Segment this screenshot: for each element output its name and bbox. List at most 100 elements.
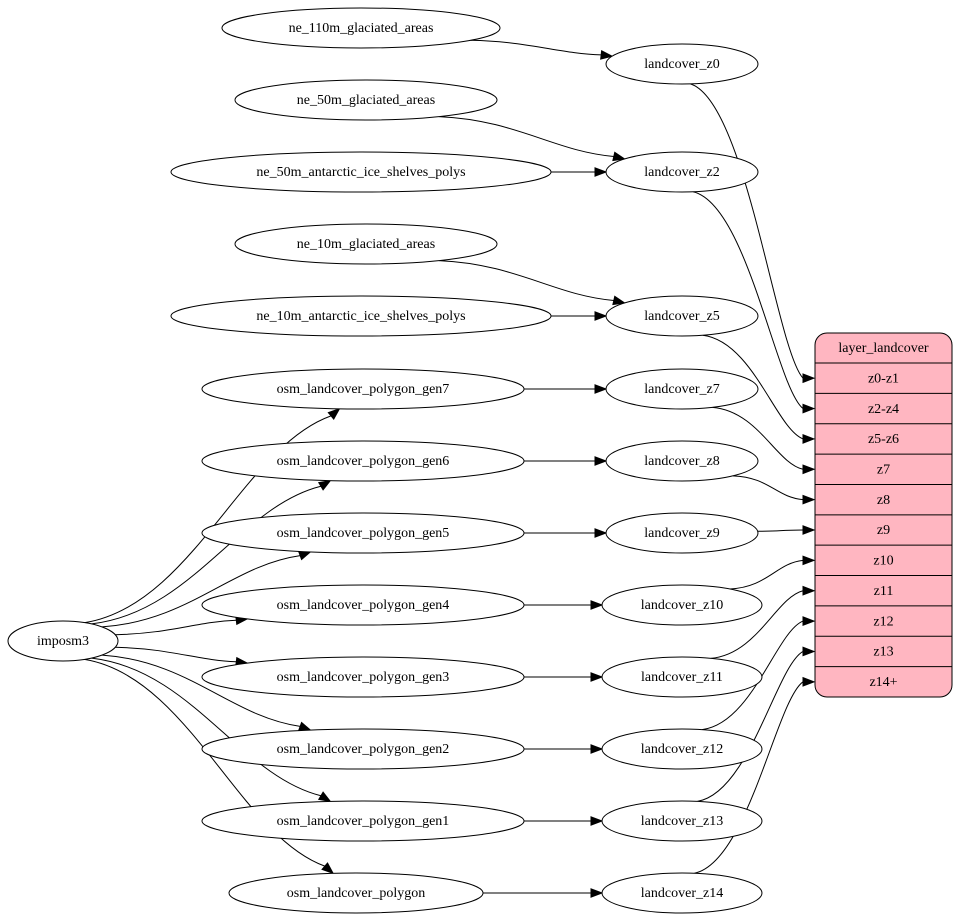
table-row-label: z5-z6	[868, 432, 899, 447]
node-osm_landcover_polygon_gen6[interactable]: osm_landcover_polygon_gen6	[201, 440, 525, 482]
node-osm_landcover_polygon[interactable]: osm_landcover_polygon	[228, 872, 484, 914]
node-ne_50m_antarctic_ice_shelves_polys[interactable]: ne_50m_antarctic_ice_shelves_polys	[170, 151, 552, 193]
node-shape	[601, 800, 763, 842]
node-landcover_z5[interactable]: landcover_z5	[605, 295, 759, 337]
edge-landcover_z9-to-table	[757, 529, 804, 532]
node-label: osm_landcover_polygon	[287, 886, 425, 901]
node-shape	[601, 728, 763, 770]
table-row-label: z7	[877, 462, 890, 477]
edge-landcover_z0-to-table	[690, 83, 804, 379]
edge-ne_50m_glaciated_areas-to-landcover_z2	[438, 116, 614, 157]
node-landcover_z14[interactable]: landcover_z14	[601, 872, 763, 914]
node-label: osm_landcover_polygon_gen6	[277, 454, 450, 469]
edge-arrowhead	[802, 555, 816, 566]
edge-landcover_z14-to-table	[694, 681, 804, 874]
edge-imposm3-to-osm_landcover_polygon_gen2	[102, 654, 301, 727]
table-row[interactable]: z12	[815, 606, 952, 636]
node-shape	[201, 656, 525, 698]
edge-arrowhead	[802, 494, 816, 505]
table-row[interactable]: z13	[815, 636, 952, 666]
node-shape	[201, 584, 525, 626]
edge-arrowhead	[321, 862, 335, 875]
edge-imposm3-to-osm_landcover_polygon	[84, 658, 325, 867]
edge-arrowhead	[802, 585, 816, 596]
edge-landcover_z13-to-table	[697, 651, 804, 802]
edge-arrowhead	[594, 528, 608, 538]
table-row[interactable]: z8	[815, 484, 952, 514]
table-row-label: z12	[873, 614, 893, 629]
node-label: landcover_z7	[644, 382, 719, 397]
table-row[interactable]: z10	[815, 545, 952, 575]
node-label: landcover_z14	[641, 886, 723, 901]
node-label: landcover_z12	[641, 742, 723, 757]
node-osm_landcover_polygon_gen7[interactable]: osm_landcover_polygon_gen7	[201, 368, 525, 410]
node-label: osm_landcover_polygon_gen4	[277, 598, 450, 613]
node-shape	[605, 43, 759, 85]
node-label: landcover_z0	[644, 57, 719, 72]
table-row-label: z8	[877, 493, 890, 508]
table-row[interactable]: z9	[815, 515, 952, 545]
edge-ne_110m_glaciated_areas-to-landcover_z0	[470, 39, 602, 56]
table-row[interactable]: z7	[815, 454, 952, 484]
table-row[interactable]: z2-z4	[815, 393, 952, 423]
node-osm_landcover_polygon_gen1[interactable]: osm_landcover_polygon_gen1	[201, 800, 525, 842]
node-shape	[201, 800, 525, 842]
edge-ne_10m_glaciated_areas-to-landcover_z5	[438, 260, 614, 301]
node-landcover_z12[interactable]: landcover_z12	[601, 728, 763, 770]
node-shape	[605, 368, 759, 410]
node-osm_landcover_polygon_gen2[interactable]: osm_landcover_polygon_gen2	[201, 728, 525, 770]
node-landcover_z2[interactable]: landcover_z2	[605, 151, 759, 193]
node-label: landcover_z10	[641, 598, 723, 613]
table-row-label: z0-z1	[868, 371, 899, 386]
table-row[interactable]: z5-z6	[815, 424, 952, 454]
edge-arrowhead	[594, 167, 608, 177]
edge-arrowhead	[802, 525, 816, 535]
edge-imposm3-to-osm_landcover_polygon_gen1	[91, 657, 322, 797]
table-row[interactable]: z14+	[815, 667, 952, 697]
nodes-layer: ne_110m_glaciated_areas ne_50m_glaciated_…	[7, 7, 763, 914]
edge-arrowhead	[802, 676, 816, 687]
node-label: ne_50m_antarctic_ice_shelves_polys	[256, 165, 465, 180]
node-ne_110m_glaciated_areas[interactable]: ne_110m_glaciated_areas	[221, 7, 501, 49]
node-label: landcover_z11	[641, 670, 723, 685]
node-label: osm_landcover_polygon_gen7	[277, 382, 450, 397]
node-shape	[201, 512, 525, 554]
table-row[interactable]: z11	[815, 576, 952, 606]
edge-arrowhead	[612, 295, 626, 306]
node-ne_10m_antarctic_ice_shelves_polys[interactable]: ne_10m_antarctic_ice_shelves_polys	[170, 295, 552, 337]
edge-arrowhead	[590, 744, 604, 754]
node-shape	[601, 584, 763, 626]
edge-arrowhead	[590, 672, 604, 682]
node-landcover_z9[interactable]: landcover_z9	[605, 512, 759, 554]
node-shape	[228, 872, 484, 914]
edge-arrowhead	[802, 646, 816, 657]
node-osm_landcover_polygon_gen3[interactable]: osm_landcover_polygon_gen3	[201, 656, 525, 698]
node-osm_landcover_polygon_gen4[interactable]: osm_landcover_polygon_gen4	[201, 584, 525, 626]
table-row-label: z11	[874, 584, 894, 599]
edge-arrowhead	[297, 721, 312, 731]
node-landcover_z13[interactable]: landcover_z13	[601, 800, 763, 842]
edge-imposm3-to-osm_landcover_polygon_gen5	[102, 555, 301, 628]
node-landcover_z0[interactable]: landcover_z0	[605, 43, 759, 85]
node-ne_10m_glaciated_areas[interactable]: ne_10m_glaciated_areas	[234, 223, 498, 265]
edge-arrowhead	[317, 791, 332, 803]
node-landcover_z7[interactable]: landcover_z7	[605, 368, 759, 410]
node-shape	[170, 151, 552, 193]
layer-landcover-table[interactable]: layer_landcoverz0-z1z2-z4z5-z6z7z8z9z10z…	[814, 332, 953, 698]
edge-arrowhead	[327, 407, 341, 420]
edge-landcover_z11-to-table	[710, 590, 804, 659]
edge-landcover_z10-to-table	[729, 559, 804, 590]
edge-arrowhead	[594, 456, 608, 466]
node-landcover_z11[interactable]: landcover_z11	[601, 656, 763, 698]
node-label: ne_110m_glaciated_areas	[289, 21, 434, 36]
node-landcover_z10[interactable]: landcover_z10	[601, 584, 763, 626]
edge-arrowhead	[612, 151, 626, 162]
node-landcover_z8[interactable]: landcover_z8	[605, 440, 759, 482]
table-row[interactable]: z0-z1	[815, 363, 952, 393]
node-ne_50m_glaciated_areas[interactable]: ne_50m_glaciated_areas	[234, 79, 498, 121]
node-imposm3[interactable]: imposm3	[7, 620, 119, 662]
node-label: landcover_z5	[644, 309, 719, 324]
node-shape	[201, 440, 525, 482]
node-osm_landcover_polygon_gen5[interactable]: osm_landcover_polygon_gen5	[201, 512, 525, 554]
